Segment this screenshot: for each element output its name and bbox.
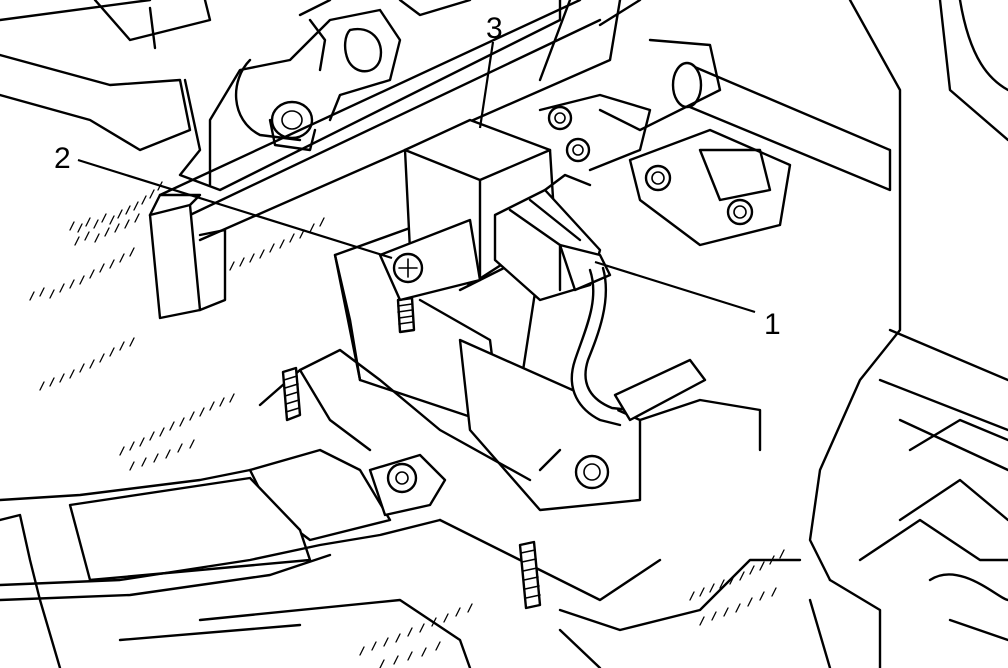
callout-labels: 1 2 3 [54,12,781,341]
sensor-body [378,118,557,302]
right-side-structure [808,0,1008,668]
callout-2: 2 [54,142,71,175]
texture-marks [29,181,785,668]
lower-linkage [0,348,802,668]
callout-3: 3 [486,12,503,45]
leader-line-2 [77,158,393,260]
callout-1: 1 [764,308,781,341]
electrical-connector [493,173,707,427]
leader-line-3 [478,41,495,129]
leader-lines [77,41,756,314]
frame-bars [148,0,642,320]
cross-rod-assembly [538,38,892,247]
leader-line-1 [594,260,756,314]
